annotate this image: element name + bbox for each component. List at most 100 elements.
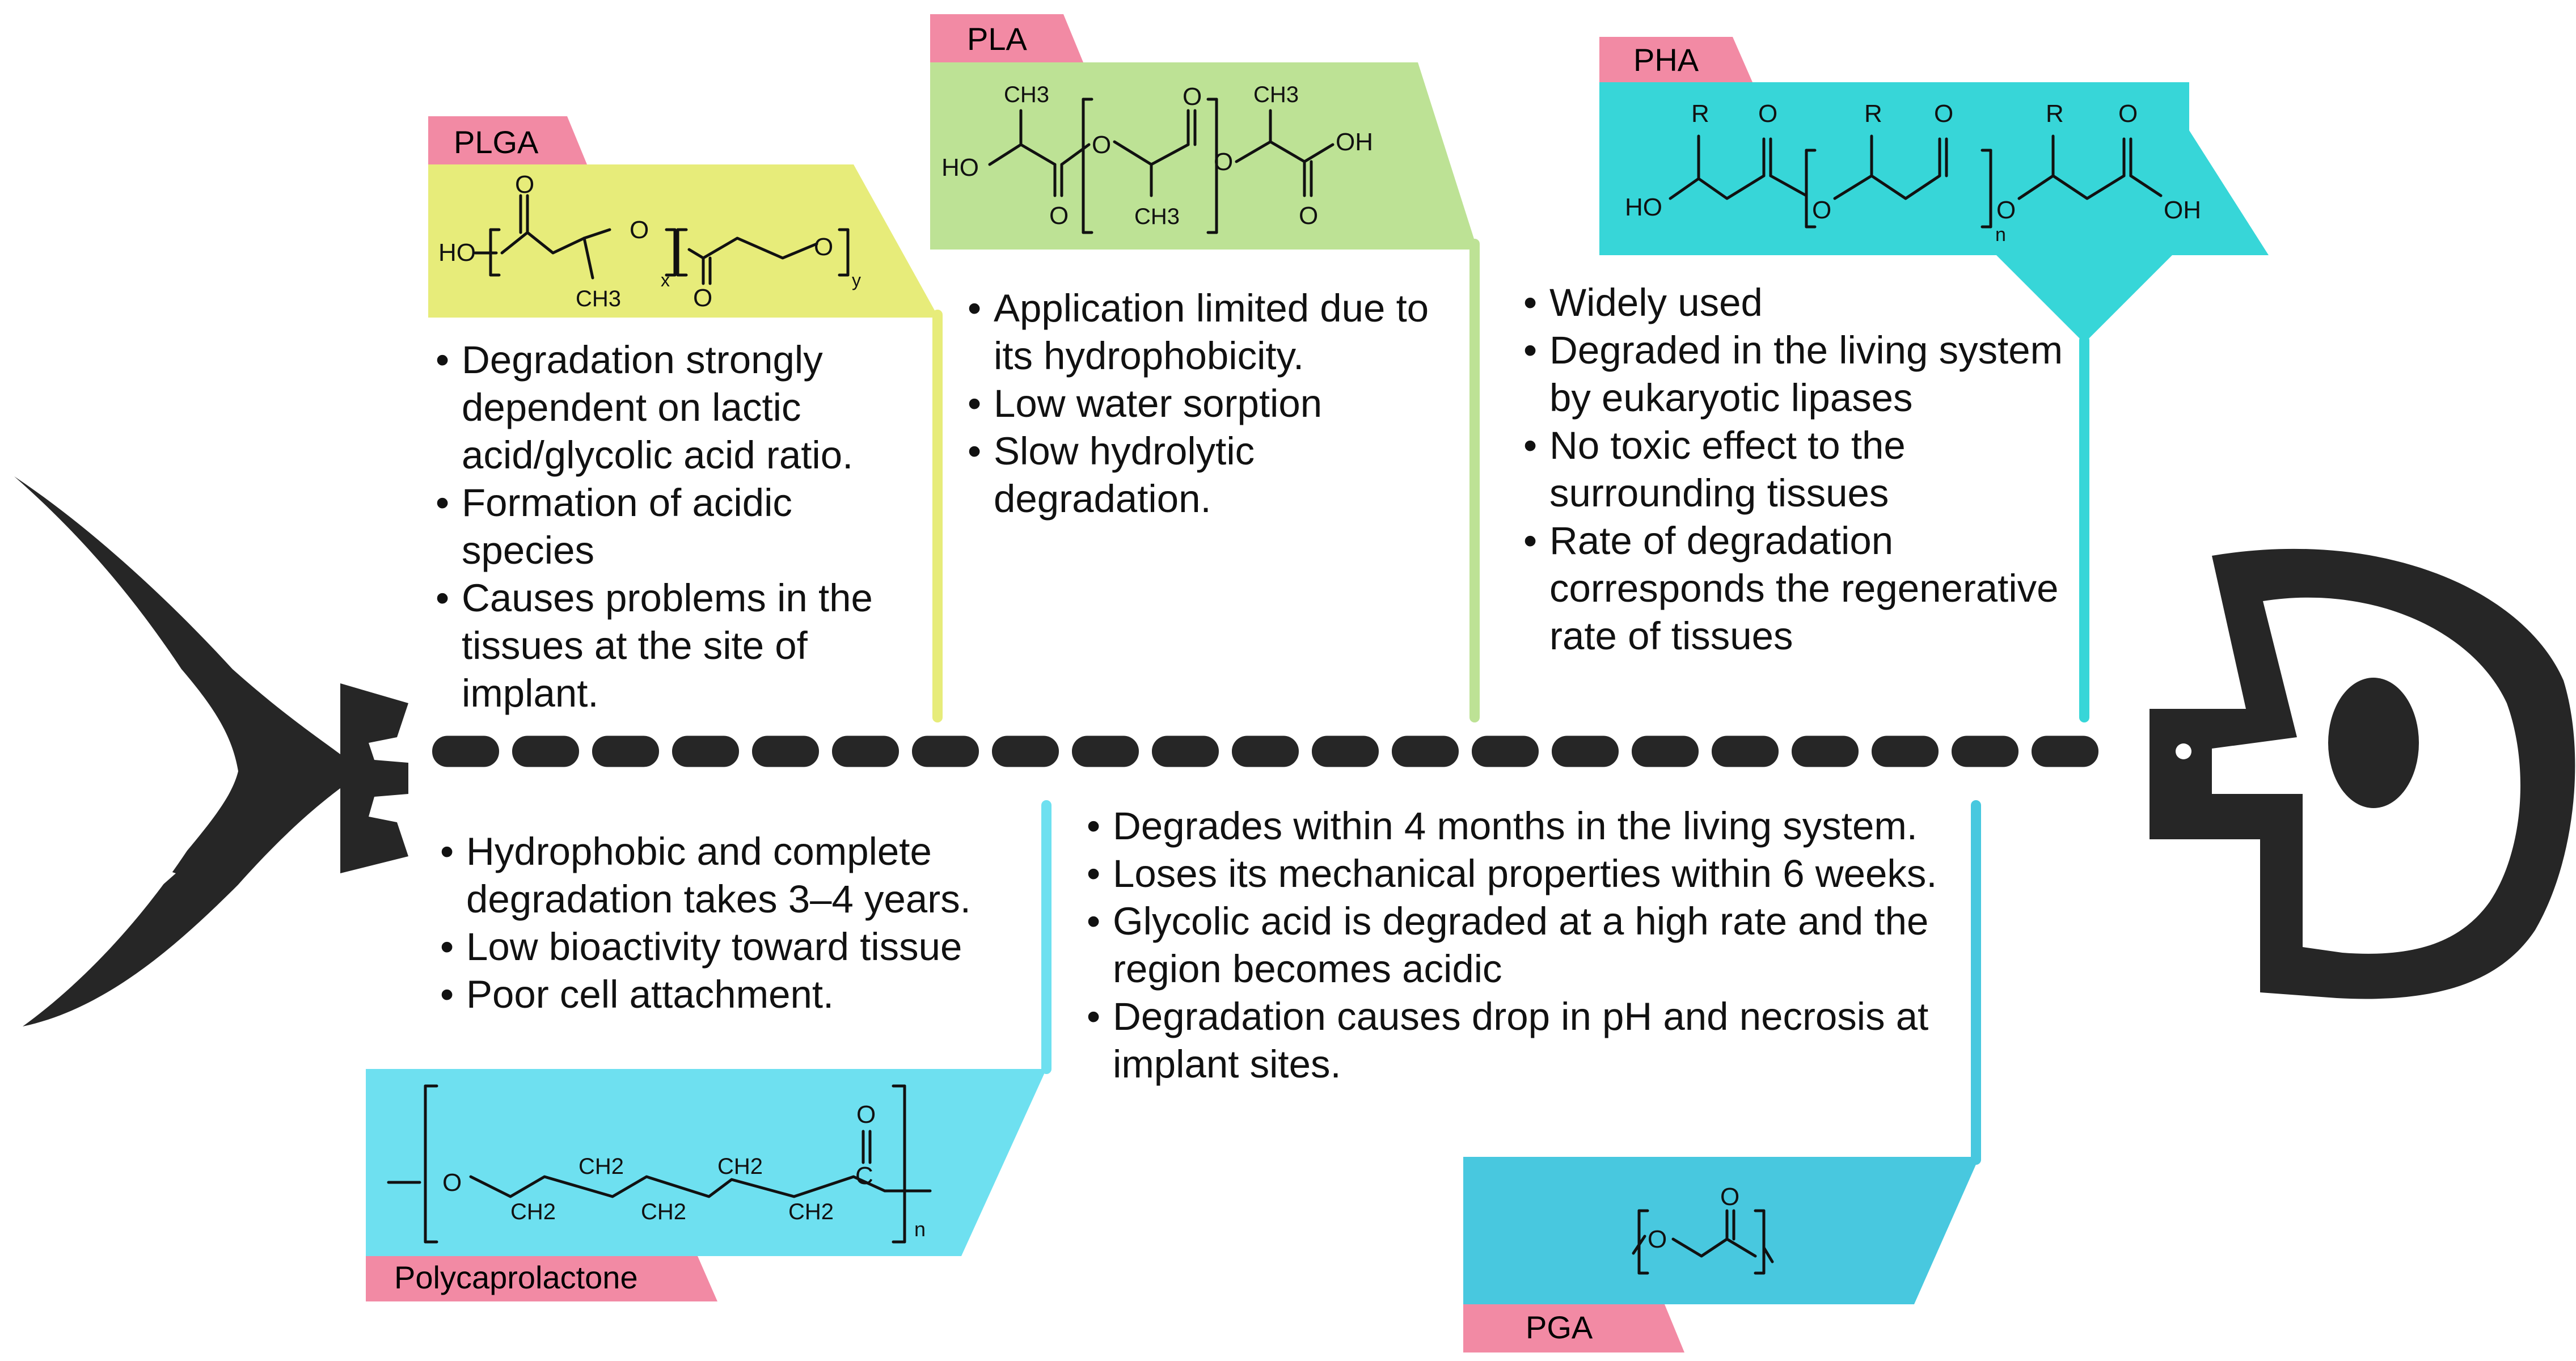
svg-text:O: O — [1648, 1225, 1667, 1253]
pha-structure: HO R O O R O n O R O OH — [1625, 100, 2201, 246]
spine-segment — [1712, 736, 1779, 767]
plga-panel — [428, 164, 939, 318]
pcl-panel — [366, 1069, 1046, 1256]
svg-text:O: O — [1758, 100, 1777, 128]
svg-text:CH3: CH3 — [1134, 204, 1180, 229]
svg-text:CH2: CH2 — [510, 1199, 556, 1224]
pla-structure: HO CH3 O O CH3 O O CH3 O OH — [941, 82, 1373, 234]
svg-text:CH3: CH3 — [1253, 82, 1299, 107]
svg-text:O: O — [1720, 1183, 1739, 1211]
svg-text:HO: HO — [438, 239, 476, 267]
pla-panel — [930, 62, 1477, 250]
pha-panel — [1599, 82, 2269, 343]
svg-text:O: O — [515, 171, 534, 198]
pha-box: PHA HO R O O R O n O R O OH — [1599, 37, 2269, 343]
pcl-box: O CH2 CH2 CH2 CH2 CH2 C O n Polycaprolac… — [366, 1069, 1046, 1301]
spine-segment — [592, 736, 659, 767]
svg-text:CH2: CH2 — [578, 1154, 624, 1179]
pga-point: Degradation causes drop in pH and necros… — [1083, 993, 1968, 1088]
pla-points: Application limited due to its hydrophob… — [964, 285, 1475, 523]
svg-text:O: O — [1214, 148, 1233, 176]
svg-text:O: O — [1183, 83, 1202, 111]
spine-segment — [752, 736, 819, 767]
svg-text:R: R — [2046, 100, 2064, 128]
svg-text:OH: OH — [1336, 128, 1373, 156]
pcl-tag-label: Polycaprolactone — [394, 1259, 638, 1295]
svg-text:O: O — [1996, 196, 2016, 224]
pga-points: Degrades within 4 months in the living s… — [1083, 802, 1968, 1088]
svg-text:CH2: CH2 — [788, 1199, 834, 1224]
plga-box: PLGA HO O CH3 O x O O y — [428, 116, 939, 318]
pla-tag-label: PLA — [967, 21, 1027, 57]
svg-text:O: O — [1812, 196, 1831, 224]
svg-text:O: O — [1049, 202, 1069, 230]
svg-text:O: O — [1934, 100, 1953, 128]
plga-points: Degradation strongly dependent on lactic… — [432, 336, 909, 717]
svg-text:CH3: CH3 — [576, 286, 621, 311]
spine — [432, 736, 2098, 767]
spine-segment — [1792, 736, 1859, 767]
spine-segment — [1632, 736, 1699, 767]
spine-segment — [1312, 736, 1379, 767]
svg-text:CH3: CH3 — [1004, 82, 1049, 107]
pha-point: Degraded in the living system by eukaryo… — [1520, 327, 2064, 422]
svg-text:O: O — [2118, 100, 2138, 128]
svg-text:O: O — [442, 1169, 462, 1197]
svg-text:O: O — [693, 284, 712, 312]
plga-point: Causes problems in the tissues at the si… — [432, 574, 909, 717]
pcl-structure: O CH2 CH2 CH2 CH2 CH2 C O n — [387, 1084, 932, 1244]
fish-tail-icon — [14, 476, 408, 1026]
svg-text:R: R — [1691, 100, 1709, 128]
pcl-point: Low bioactivity toward tissue — [437, 923, 1010, 971]
svg-text:O: O — [630, 216, 649, 244]
pla-tag — [930, 14, 1083, 62]
pga-point: Degrades within 4 months in the living s… — [1083, 802, 1968, 850]
plga-tag-label: PLGA — [454, 124, 539, 160]
svg-text:x: x — [661, 270, 670, 290]
pga-panel — [1463, 1157, 1979, 1304]
svg-text:O: O — [814, 233, 833, 261]
svg-text:O: O — [856, 1101, 876, 1128]
svg-text:C: C — [855, 1162, 873, 1190]
pga-box: O O PGA — [1463, 1157, 1979, 1352]
svg-text:HO: HO — [1625, 193, 1662, 221]
spine-segment — [1152, 736, 1219, 767]
pla-box: PLA HO CH3 O O CH3 O O CH3 O OH — [930, 14, 1477, 250]
pcl-points: Hydrophobic and complete degradation tak… — [437, 828, 1010, 1018]
svg-text:R: R — [1864, 100, 1882, 128]
spine-segment — [512, 736, 579, 767]
svg-text:y: y — [852, 270, 861, 290]
svg-text:n: n — [914, 1218, 926, 1241]
spine-segment — [1872, 736, 1939, 767]
spine-segment — [832, 736, 899, 767]
pga-structure: O O — [1632, 1183, 1774, 1275]
pga-tag-label: PGA — [1526, 1309, 1593, 1345]
pcl-point: Hydrophobic and complete degradation tak… — [437, 828, 1010, 923]
svg-text:O: O — [1092, 131, 1111, 159]
spine-segment — [1232, 736, 1299, 767]
spine-segment — [672, 736, 739, 767]
spine-segment — [912, 736, 979, 767]
pha-tag-label: PHA — [1633, 42, 1699, 78]
svg-text:OH: OH — [2164, 196, 2201, 224]
spine-segment — [432, 736, 499, 767]
spine-segment — [2032, 736, 2098, 767]
plga-point: Formation of acidic species — [432, 479, 909, 574]
spine-segment — [1392, 736, 1459, 767]
fish-head-icon — [2150, 548, 2575, 999]
spine-segment — [1952, 736, 2018, 767]
pga-point: Loses its mechanical properties within 6… — [1083, 850, 1968, 898]
plga-structure: HO O CH3 O x O O y — [438, 171, 861, 312]
pga-tag — [1463, 1304, 1684, 1352]
pha-point: No toxic effect to the surrounding tissu… — [1520, 422, 2064, 517]
plga-tag — [428, 116, 587, 164]
pcl-point: Poor cell attachment. — [437, 971, 1010, 1018]
spine-segment — [992, 736, 1059, 767]
svg-text:CH2: CH2 — [717, 1154, 763, 1179]
pla-point: Slow hydrolytic degradation. — [964, 428, 1475, 523]
pha-points: Widely used Degraded in the living syste… — [1520, 279, 2064, 660]
svg-text:n: n — [1995, 224, 2006, 246]
svg-text:O: O — [1299, 202, 1318, 230]
spine-segment — [1552, 736, 1619, 767]
